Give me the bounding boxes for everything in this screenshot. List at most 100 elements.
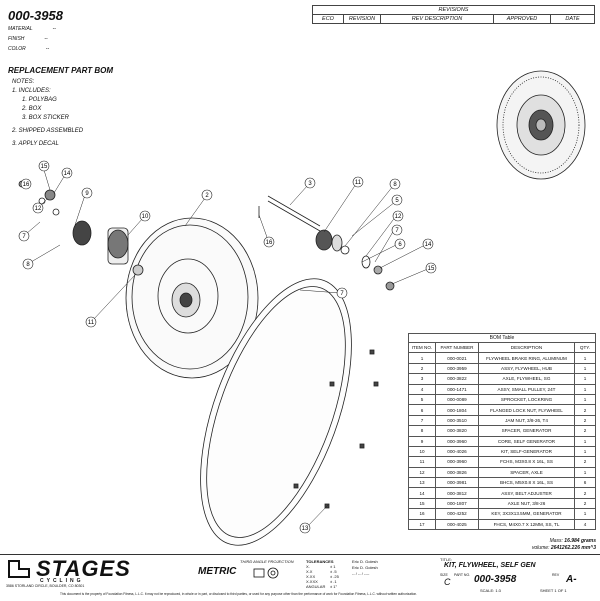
- balloon-7a: 7: [22, 234, 26, 240]
- bom-cell-description: SPACER, AXLE: [478, 466, 575, 479]
- balloon-6: 6: [398, 242, 402, 248]
- company-address: 3586 STORLAND CIRCLE, BOULDER, CO 80301: [6, 584, 85, 588]
- stages-logo-mark: [8, 560, 30, 578]
- bom-cell-item: 17: [408, 518, 436, 531]
- bom-cell-description: FLYWHEEL BRAKE RING, ALUMINUM: [478, 352, 575, 364]
- axle-assembly: [258, 195, 395, 291]
- bom-header-description: DESCRIPTION: [478, 341, 575, 354]
- part-no-label: PART NO.: [454, 573, 471, 577]
- bom-cell-item: 14: [408, 487, 436, 499]
- material-block: MATERIAL-- FINISH-- COLOR--: [8, 24, 56, 54]
- drawn-by: Eric D. Golesh: [352, 559, 378, 564]
- bom-cell-part: 000-0089: [435, 393, 479, 406]
- balloon-16-axle: 16: [266, 240, 273, 246]
- drawing-title: KIT, FLYWHEEL, SELF GEN: [444, 562, 536, 569]
- bom-cell-item: 7: [408, 414, 436, 427]
- bom-cell-part: 000-3812: [435, 487, 479, 499]
- bom-heading: REPLACEMENT PART BOM: [8, 66, 114, 75]
- balloon-13: 13: [302, 526, 309, 532]
- bom-header-qty: QTY.: [574, 341, 596, 354]
- bom-cell-item: 12: [408, 466, 436, 479]
- bom-cell-item: 13: [408, 477, 436, 489]
- balloons: 15 14 16 12 7 8 9 10 11 2 3 16 11 8 5 12…: [18, 160, 437, 534]
- bom-cell-description: FLANGED LOCK NUT, FLYWHEEL: [478, 404, 575, 416]
- units: METRIC: [198, 566, 237, 577]
- bom-cell-qty: 1: [574, 352, 596, 364]
- bom-cell-qty: 1: [574, 508, 596, 520]
- bom-cell-part: 000-4252: [435, 508, 479, 520]
- bom-cell-description: SPACER, GENERATOR: [478, 425, 575, 437]
- bom-cell-description: AXLE NUT, 3/8-26: [478, 497, 575, 510]
- tol-value: ± .25: [330, 574, 339, 579]
- bom-cell-part: 000-1471: [435, 383, 479, 395]
- tol-value: ± .5: [330, 569, 337, 574]
- balloon-3: 3: [308, 181, 312, 187]
- note-1c: 3. BOX STICKER: [22, 115, 70, 121]
- proprietary-footer: This document is the property of Foundat…: [60, 592, 418, 596]
- volume-label: volume:: [531, 545, 550, 551]
- bom-cell-description: ASSY, FLYWHEEL, HUB: [478, 362, 575, 375]
- bom-cell-item: 10: [408, 445, 436, 458]
- tol-row: X.XXX: [306, 579, 318, 584]
- balloon-2: 2: [205, 193, 209, 199]
- bom-cell-item: 5: [408, 393, 436, 406]
- bom-cell-part: 000-3960: [435, 435, 479, 447]
- tol-value: ± .1: [330, 579, 337, 584]
- bom-cell-item: 2: [408, 362, 436, 375]
- bom-cell-item: 3: [408, 373, 436, 385]
- bom-cell-item: 16: [408, 508, 436, 520]
- notes: NOTES: 1. INCLUDES: 1. POLYBAG 2. BOX 3.…: [12, 78, 83, 149]
- bom-cell-qty: 2: [574, 487, 596, 499]
- drawing-number: 000-3958: [8, 8, 63, 23]
- balloon-8-right: 8: [393, 182, 397, 188]
- bom-cell-qty: 2: [574, 414, 596, 427]
- rev-col-date: DATE: [550, 14, 595, 24]
- bom-cell-description: ASSY, SMALL PULLEY, 24T: [478, 383, 575, 395]
- scale: SCALE: 1:3: [480, 588, 501, 593]
- part-no-value: 000-3958: [474, 574, 517, 585]
- projection: THIRD ANGLE PROJECTION: [240, 559, 294, 564]
- bom-cell-qty: 1: [574, 445, 596, 458]
- bom-cell-description: SPROCKET, LOCKRING: [478, 393, 575, 406]
- bom-cell-description: BHCS, M5X0.8 X 16L, SS: [478, 477, 575, 489]
- bom-cell-item: 11: [408, 456, 436, 468]
- bom-cell-item: 9: [408, 435, 436, 447]
- tol-row: X.XX: [306, 574, 316, 579]
- bom-cell-qty: 2: [574, 425, 596, 437]
- bom-cell-description: KEY, 3X3X13.5MM, GENERATOR: [478, 508, 575, 520]
- size-label: SIZE: [440, 573, 448, 577]
- balloon-7c: 7: [340, 291, 344, 297]
- bom-cell-part: 000-1807: [435, 497, 479, 510]
- bom-cell-qty: 1: [574, 393, 596, 406]
- title-label: TITLE:: [440, 557, 453, 562]
- brake-ring: [200, 278, 352, 546]
- bom-cell-qty: 1: [574, 373, 596, 385]
- finish-value: --: [44, 36, 48, 42]
- flywheel-disc: [125, 217, 259, 379]
- tolerance-rows: X. X.X X.XX X.XXX ANGULAR: [306, 564, 325, 589]
- bom-cell-qty: 2: [574, 404, 596, 416]
- note-2: 2. SHIPPED ASSEMBLED: [12, 128, 84, 134]
- bom-cell-part: 000-3822: [435, 373, 479, 385]
- bom-cell-description: KIT, SELF-GENERATOR: [478, 445, 575, 458]
- bom-cell-part: 000-4026: [435, 445, 479, 458]
- bom-cell-item: 6: [408, 404, 436, 416]
- bom-cell-description: JAM NUT, 3/8-26, T4: [478, 414, 575, 427]
- rev-value: A-: [566, 574, 577, 585]
- bom-cell-part: 000-4025: [435, 518, 479, 531]
- bom-cell-item: 15: [408, 497, 436, 510]
- rev-label: REV: [552, 573, 560, 577]
- balloon-14a: 14: [64, 171, 71, 177]
- bom-cell-description: ASSY, BELT ADJUSTER: [478, 487, 575, 499]
- balloon-12-right: 12: [395, 214, 402, 220]
- screws-13: [293, 349, 379, 509]
